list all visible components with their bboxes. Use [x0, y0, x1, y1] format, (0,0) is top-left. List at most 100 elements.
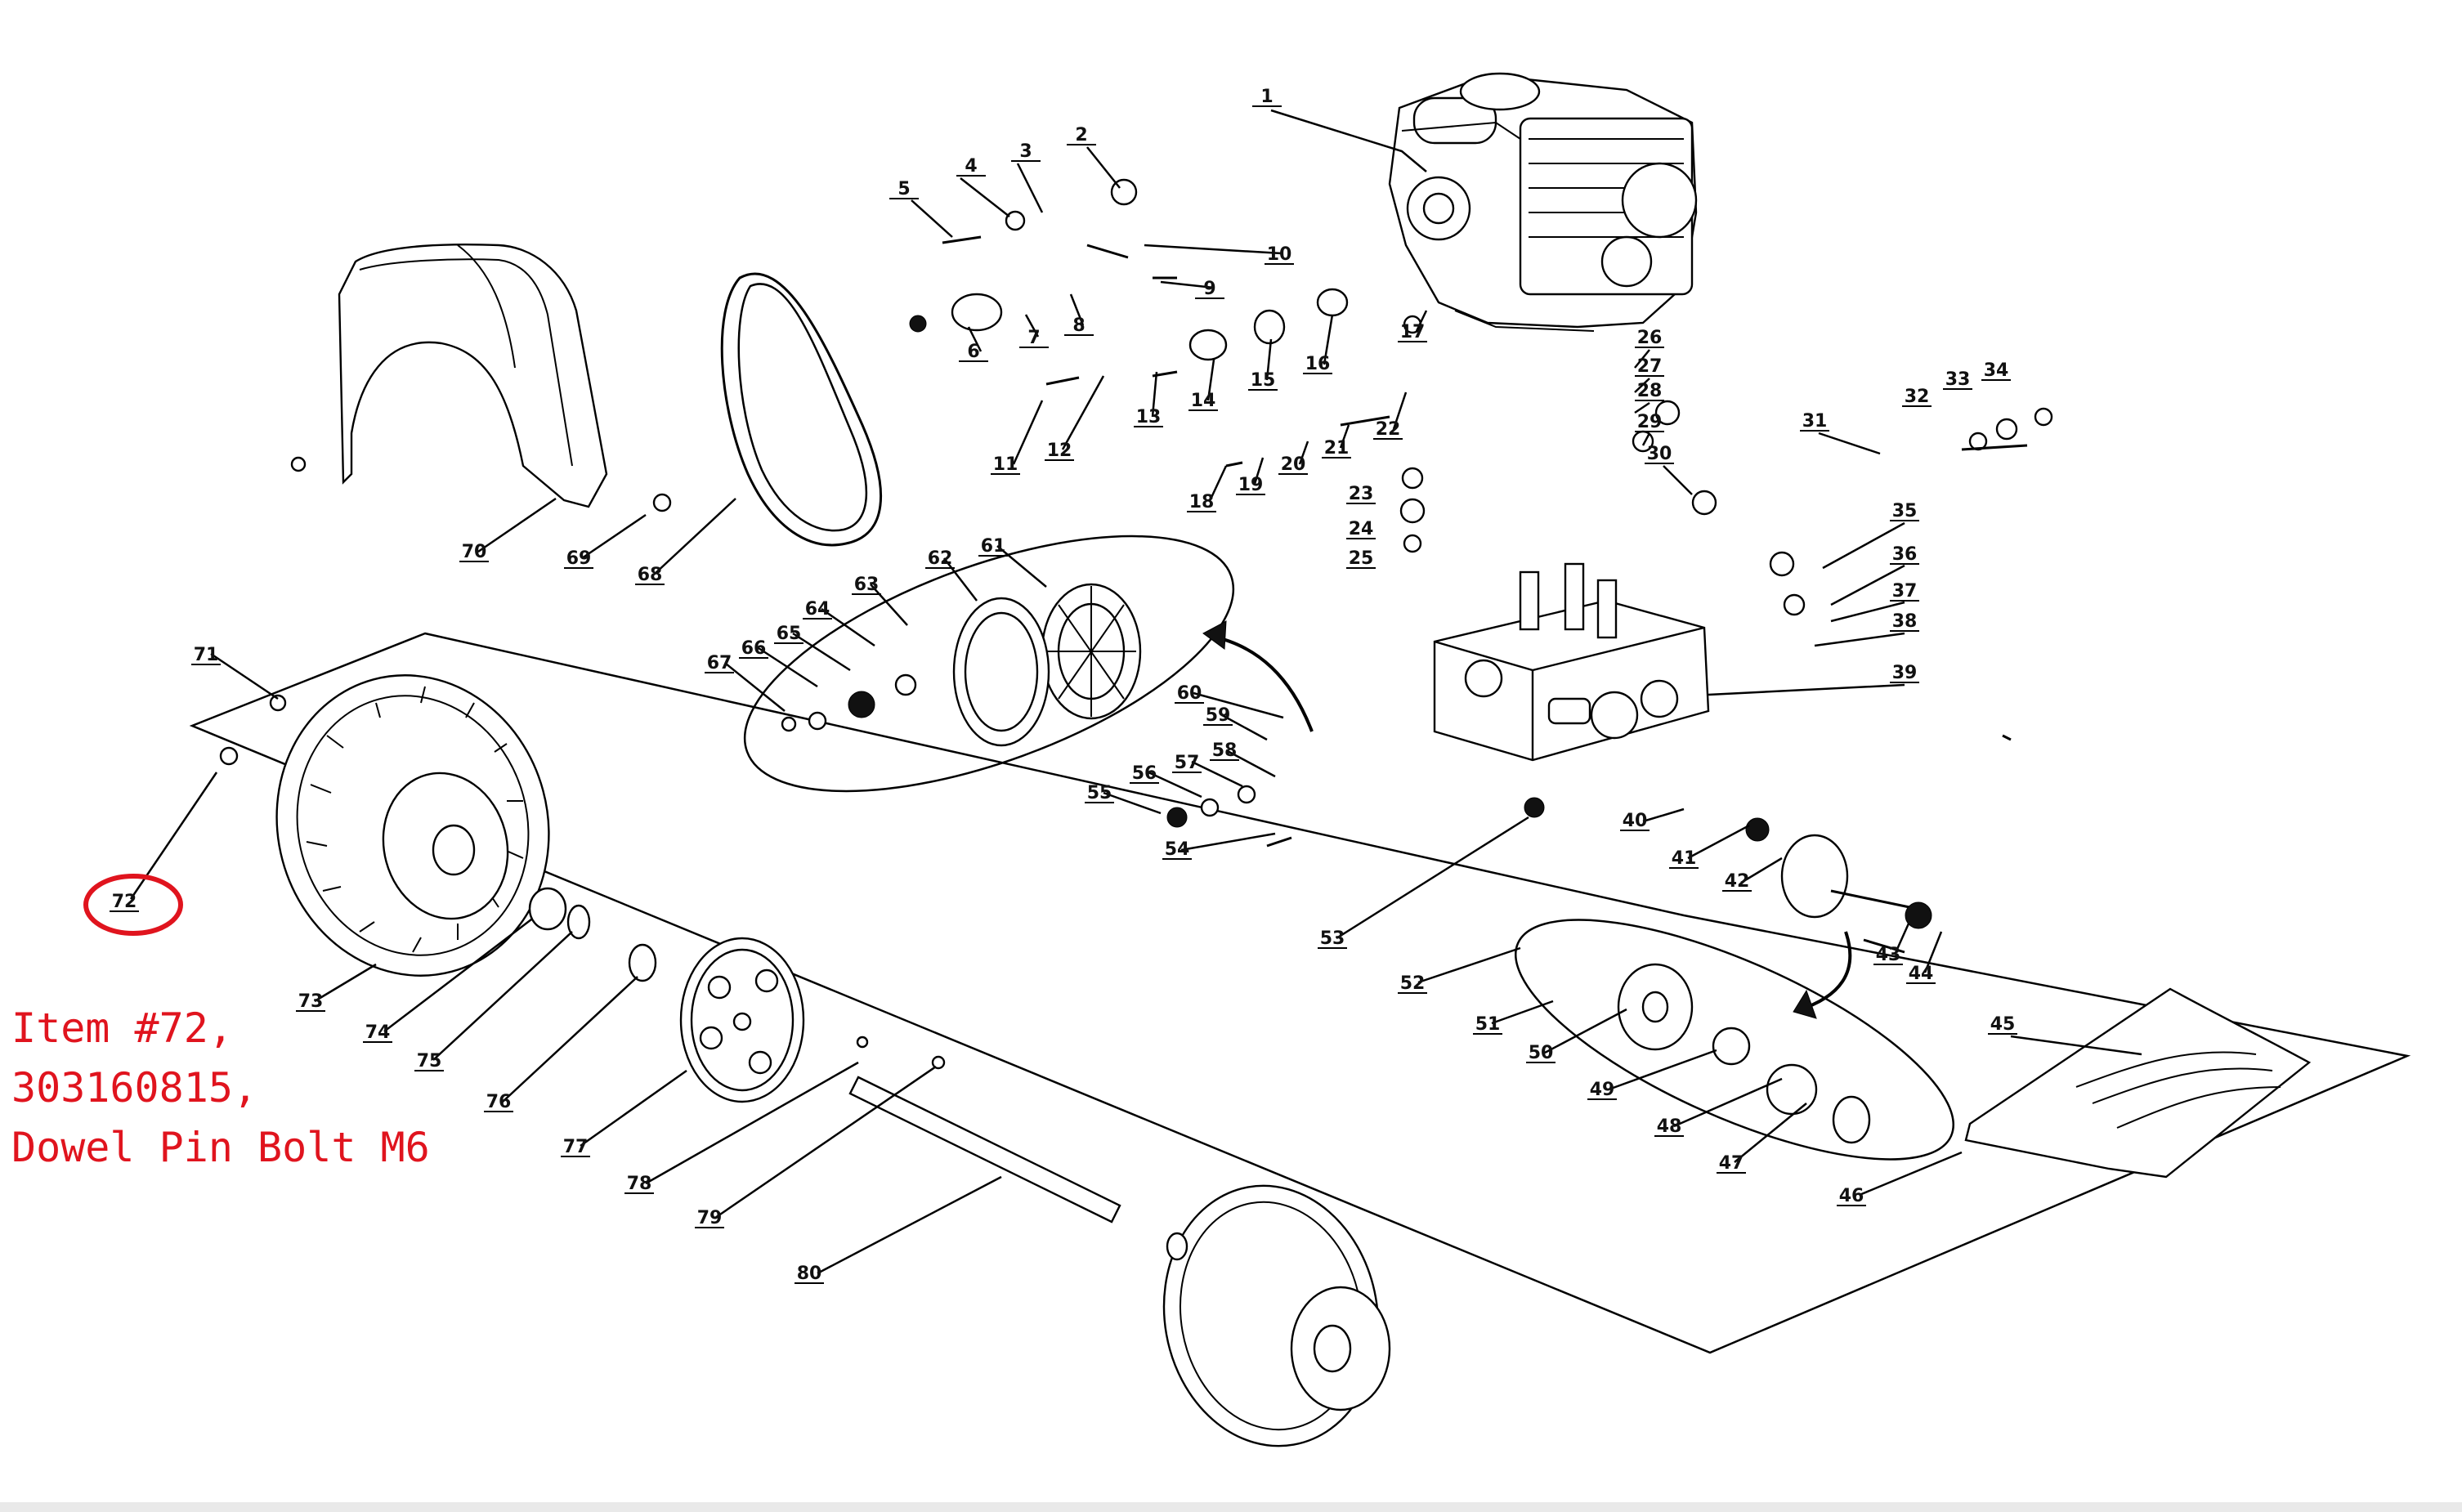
- part-label-77: 77: [563, 1137, 589, 1157]
- part-label-38: 38: [1892, 611, 1918, 632]
- part-label-12: 12: [1047, 441, 1072, 461]
- axle-shaft: [848, 1076, 1121, 1223]
- shield-plate: [1964, 987, 2312, 1179]
- part-label-48: 48: [1657, 1116, 1682, 1137]
- item-callout: Item #72, 303160815, Dowel Pin Bolt M6: [11, 999, 430, 1178]
- part-label-74: 74: [365, 1022, 391, 1043]
- part-label-68: 68: [638, 565, 663, 585]
- part-label-19: 19: [1238, 475, 1264, 495]
- part-label-78: 78: [627, 1174, 652, 1194]
- transmission-housing: [1433, 562, 1710, 762]
- part-label-43: 43: [1876, 945, 1901, 965]
- part-label-37: 37: [1892, 581, 1918, 602]
- part-label-39: 39: [1892, 663, 1918, 683]
- part-label-80: 80: [797, 1264, 822, 1284]
- part-label-46: 46: [1839, 1186, 1864, 1206]
- part-label-3: 3: [1019, 141, 1032, 162]
- part-label-14: 14: [1191, 391, 1216, 411]
- part-label-52: 52: [1400, 973, 1426, 994]
- part-label-28: 28: [1637, 381, 1663, 401]
- part-label-32: 32: [1905, 387, 1930, 407]
- part-label-8: 8: [1072, 315, 1085, 336]
- part-label-79: 79: [697, 1208, 723, 1228]
- part-label-26: 26: [1637, 328, 1663, 348]
- part-label-27: 27: [1637, 356, 1663, 377]
- part-label-21: 21: [1324, 438, 1350, 459]
- part-label-58: 58: [1212, 740, 1238, 761]
- part-label-76: 76: [486, 1092, 512, 1112]
- part-label-6: 6: [967, 342, 979, 362]
- part-label-47: 47: [1719, 1153, 1744, 1174]
- highlight-circle-72: [83, 874, 183, 936]
- callout-part-description: Dowel Pin Bolt M6: [11, 1124, 430, 1171]
- part-label-34: 34: [1984, 360, 2009, 381]
- part-label-36: 36: [1892, 544, 1918, 565]
- part-label-7: 7: [1027, 328, 1040, 348]
- part-label-67: 67: [707, 653, 732, 673]
- part-label-73: 73: [298, 991, 324, 1012]
- part-label-71: 71: [194, 645, 219, 665]
- drive-gear: [679, 937, 805, 1103]
- part-label-29: 29: [1637, 412, 1663, 432]
- wheel-left: [275, 674, 550, 977]
- part-label-30: 30: [1647, 444, 1672, 464]
- part-label-70: 70: [462, 542, 487, 562]
- part-label-2: 2: [1075, 125, 1087, 145]
- part-label-56: 56: [1132, 763, 1157, 784]
- belt-cover: [338, 243, 608, 508]
- part-label-65: 65: [777, 624, 802, 644]
- part-label-15: 15: [1251, 370, 1276, 391]
- drive-belt: [720, 272, 883, 547]
- part-label-17: 17: [1400, 322, 1426, 342]
- part-label-64: 64: [805, 599, 830, 620]
- part-label-10: 10: [1267, 244, 1292, 265]
- part-number-labels: 1234567891011121314151617181920212223242…: [110, 87, 2017, 1284]
- part-label-42: 42: [1725, 871, 1750, 892]
- part-label-11: 11: [993, 454, 1018, 475]
- part-label-41: 41: [1672, 848, 1697, 869]
- part-label-63: 63: [854, 575, 880, 595]
- spacer-74: [528, 887, 567, 931]
- part-label-72: 72: [112, 892, 137, 912]
- part-label-59: 59: [1206, 705, 1231, 726]
- part-label-22: 22: [1376, 419, 1401, 440]
- part-label-49: 49: [1590, 1080, 1615, 1100]
- part-label-60: 60: [1177, 683, 1202, 704]
- pulley-assembly-right: [1515, 919, 1954, 1161]
- arrow-upper: [1209, 634, 1314, 732]
- part-label-20: 20: [1281, 454, 1306, 475]
- part-label-69: 69: [566, 548, 592, 569]
- part-label-9: 9: [1203, 279, 1215, 299]
- part-label-24: 24: [1349, 519, 1374, 539]
- part-label-54: 54: [1165, 839, 1190, 860]
- washer-75: [566, 904, 591, 940]
- part-label-53: 53: [1320, 928, 1345, 949]
- output-flange: [1780, 834, 1849, 919]
- part-label-40: 40: [1623, 811, 1648, 831]
- part-label-45: 45: [1990, 1014, 2016, 1035]
- leader-lines: [129, 109, 2142, 1275]
- bushing-76: [628, 943, 657, 982]
- chassis-outline: [189, 632, 2411, 1354]
- part-label-50: 50: [1529, 1043, 1554, 1063]
- callout-item-number: Item #72,: [11, 1004, 233, 1052]
- part-label-25: 25: [1349, 548, 1374, 569]
- window-bottom-edge: [0, 1502, 2462, 1512]
- part-label-23: 23: [1349, 484, 1374, 504]
- callout-part-number: 303160815,: [11, 1064, 258, 1112]
- part-label-51: 51: [1475, 1014, 1501, 1035]
- part-label-62: 62: [928, 548, 953, 569]
- part-label-44: 44: [1909, 964, 1934, 984]
- part-label-31: 31: [1802, 411, 1828, 432]
- wheel-right: [1162, 1184, 1391, 1447]
- part-label-5: 5: [898, 179, 910, 199]
- part-label-61: 61: [981, 536, 1006, 557]
- part-label-4: 4: [965, 156, 977, 177]
- part-label-13: 13: [1136, 407, 1162, 427]
- part-label-18: 18: [1189, 492, 1215, 512]
- part-label-75: 75: [417, 1051, 442, 1071]
- part-label-16: 16: [1305, 354, 1331, 374]
- part-label-33: 33: [1945, 369, 1971, 390]
- part-label-57: 57: [1175, 753, 1200, 773]
- part-label-1: 1: [1260, 87, 1273, 107]
